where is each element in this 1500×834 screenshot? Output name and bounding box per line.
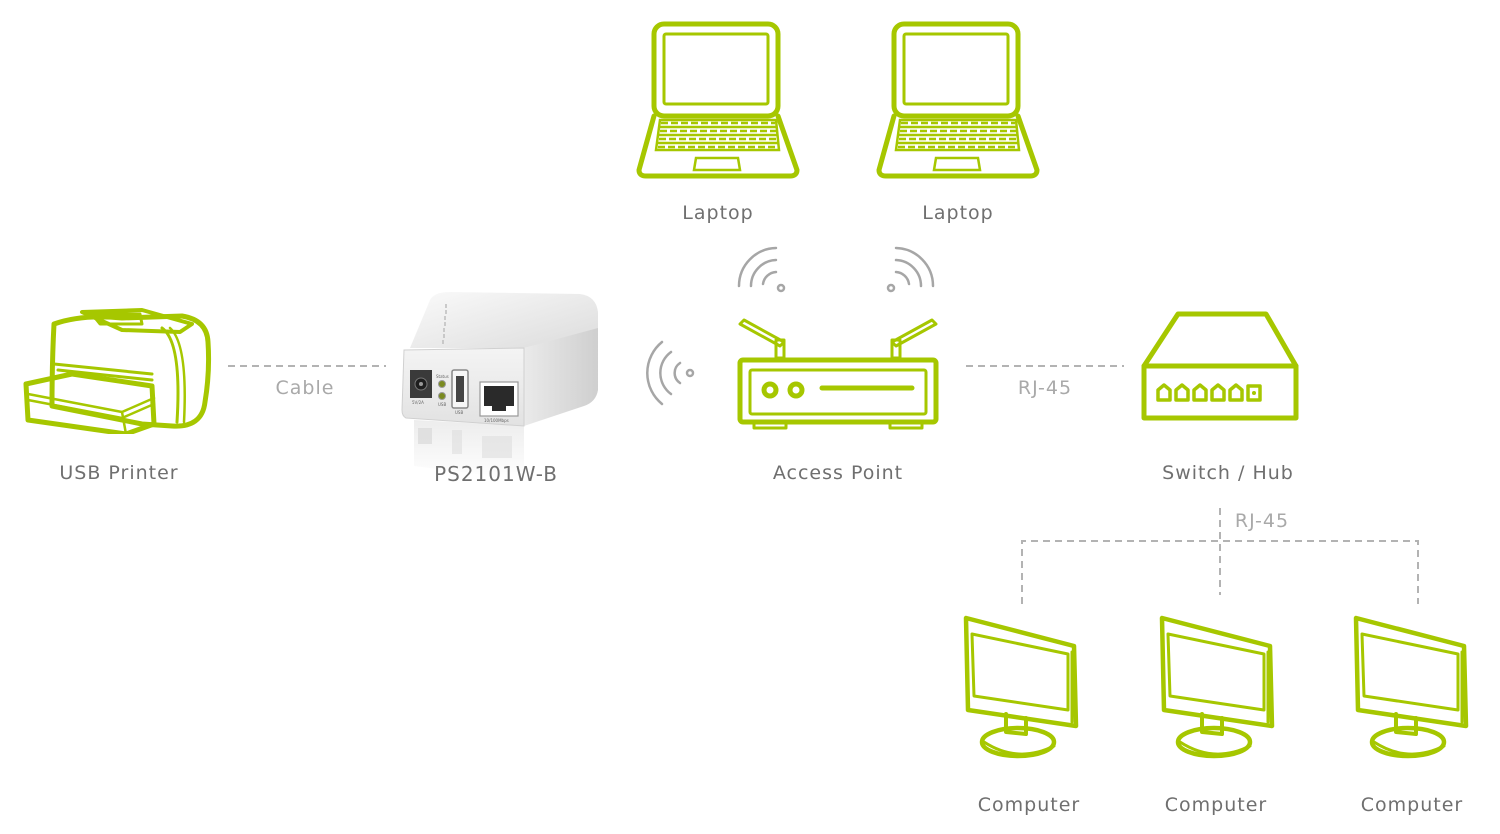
computer-1-label: Computer: [977, 794, 1081, 816]
usb-printer-label: USB Printer: [59, 462, 179, 484]
access-point-label: Access Point: [772, 462, 904, 484]
laptop-icon: [876, 21, 1040, 179]
wifi-signal-icon: [737, 246, 786, 293]
computer-3-label: Computer: [1360, 794, 1464, 816]
port-caption-usb-led: USB: [438, 402, 446, 407]
port-caption-lan: 10/100Mbps: [484, 418, 509, 423]
port-caption-usb: USB: [455, 410, 463, 415]
laptop-2-label: Laptop: [922, 202, 994, 224]
laptop-icon: [636, 21, 800, 179]
wifi-signal-icon: [646, 340, 695, 406]
switch-icon: [1141, 311, 1299, 421]
printer-icon: [23, 308, 212, 434]
wifi-signal-icon: [886, 246, 935, 293]
rj45-link-label: RJ-45: [1017, 377, 1073, 399]
print-server-device: 5V/2A Status USB USB 10/100Mbps: [401, 292, 598, 480]
monitor-icon: [963, 615, 1079, 759]
monitor-icon: [1353, 615, 1469, 759]
computer-2-label: Computer: [1164, 794, 1268, 816]
monitor-icon: [1159, 615, 1275, 759]
port-caption-power: 5V/2A: [412, 400, 424, 405]
port-caption-status: Status: [436, 374, 449, 379]
laptop-1-label: Laptop: [682, 202, 754, 224]
router-icon: [737, 318, 939, 430]
switch-hub-label: Switch / Hub: [1162, 462, 1294, 484]
print-server-label: PS2101W-B: [434, 462, 558, 486]
rj45-computers-link-label: RJ-45: [1234, 510, 1290, 532]
cable-link-label: Cable: [275, 377, 335, 399]
